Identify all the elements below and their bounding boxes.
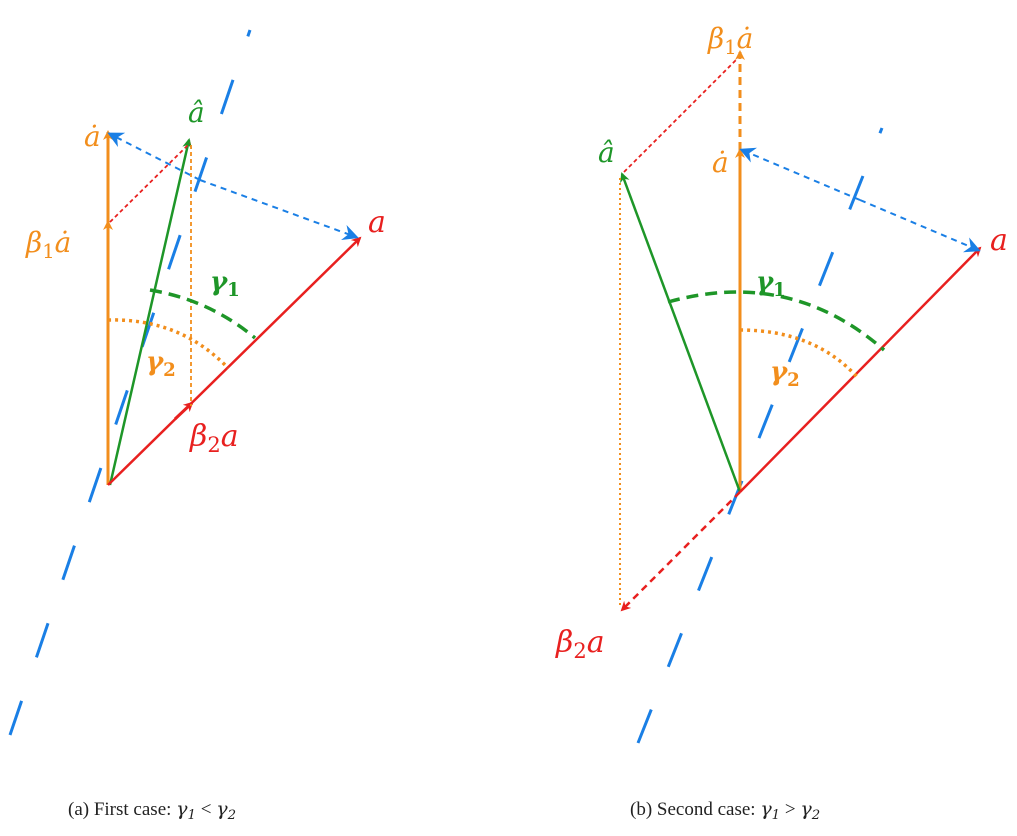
panel-b-beta2-a-arrow [620, 491, 741, 612]
panel-a-beta1-label: β1ȧ [25, 226, 71, 263]
panel-b-beta2-label: β2a [555, 625, 605, 663]
panel-a-beta2-label: β2a [189, 419, 239, 457]
panel-a-gamma2-label: γ2 [146, 347, 176, 381]
panel-a-blue-double-arrow-to-a [199, 179, 359, 241]
panel-b-gamma1-label: γ1 [756, 267, 786, 301]
panel-a-gamma2-arc [107, 318, 230, 370]
panel-b: β1ȧ â ȧ a γ1 γ2 β2a (b) Second case: γ1 … [555, 22, 1008, 823]
panel-a-a-hat-label: â [188, 96, 205, 129]
panel-b-gamma2-label: γ2 [770, 357, 800, 391]
panel-b-blue-double-arrow-to-a [859, 199, 981, 253]
panel-b-red-dotted-projection [623, 57, 739, 173]
panel-b-a-label: a [990, 223, 1008, 258]
panel-a-blue-double-arrow-to-a-dot [107, 132, 201, 181]
panel-b-gamma1-arc [667, 290, 886, 352]
panel-b-gamma2-arc [739, 328, 860, 380]
panel-a-a-dot-label: ȧ [84, 120, 101, 153]
panel-b-blue-dashed-line [636, 127, 884, 744]
panel-b-caption: (b) Second case: γ1 > γ2 [630, 798, 820, 823]
panel-a-a-label: a [368, 205, 386, 240]
panel-a-caption: (a) First case: γ1 < γ2 [68, 798, 236, 823]
panel-a: ȧ â a β1ȧ β2a γ1 γ2 (a) First case: γ1 <… [8, 29, 386, 823]
panel-b-a-hat-label: â [598, 136, 615, 169]
panel-a-a-hat-arrow [108, 138, 193, 486]
panel-a-gamma1-label: γ1 [210, 267, 240, 301]
panel-a-beta2-a-arrow [173, 401, 194, 421]
panel-b-beta1-label: β1ȧ [707, 22, 753, 59]
panel-b-a-arrow [739, 246, 982, 493]
panel-a-gamma1-arc [149, 288, 257, 340]
panel-a-a-arrow [107, 236, 362, 486]
panel-a-red-dotted-projection [109, 142, 191, 223]
panel-b-a-dot-label: ȧ [712, 146, 729, 179]
panel-b-blue-double-arrow-to-a-dot [739, 147, 861, 201]
panel-b-a-hat-arrow [620, 172, 742, 493]
